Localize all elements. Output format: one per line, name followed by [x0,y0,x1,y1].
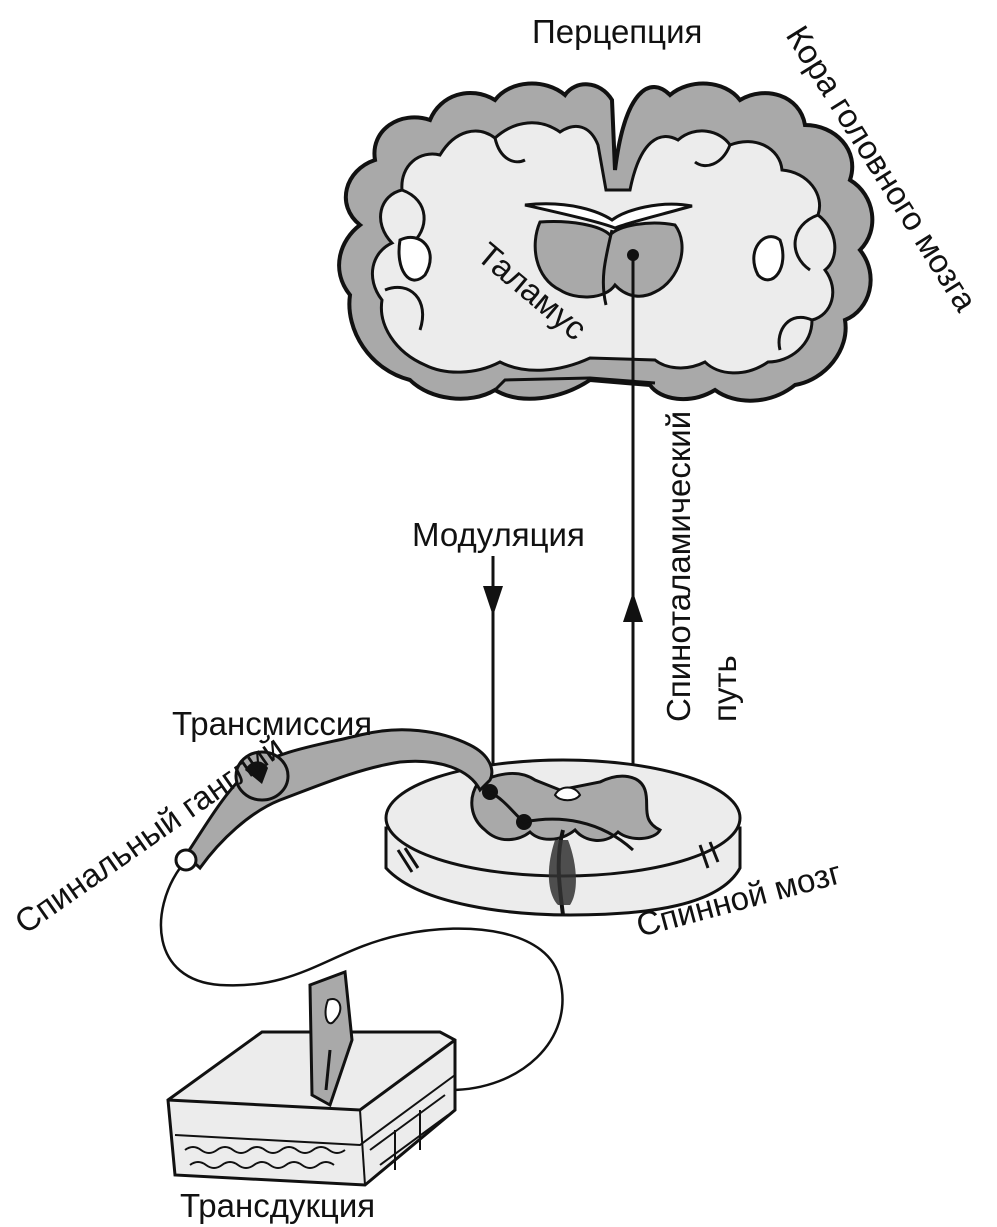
thalamus [535,222,682,297]
label-ganglion: Спинальный ганглий [8,728,290,941]
down-arrow-icon [483,586,503,616]
up-arrow-icon [623,592,643,622]
brain-cross-section [339,84,872,401]
label-perception: Перцепция [532,13,702,50]
label-tract-line2: путь [706,655,743,722]
spinal-cord [386,760,740,915]
label-transduction: Трансдукция [180,1187,375,1224]
label-modulation: Модуляция [412,516,585,553]
label-tract-line1: Спиноталамический [660,411,697,722]
skin-block [168,972,455,1185]
modulation-pathway [483,556,503,782]
